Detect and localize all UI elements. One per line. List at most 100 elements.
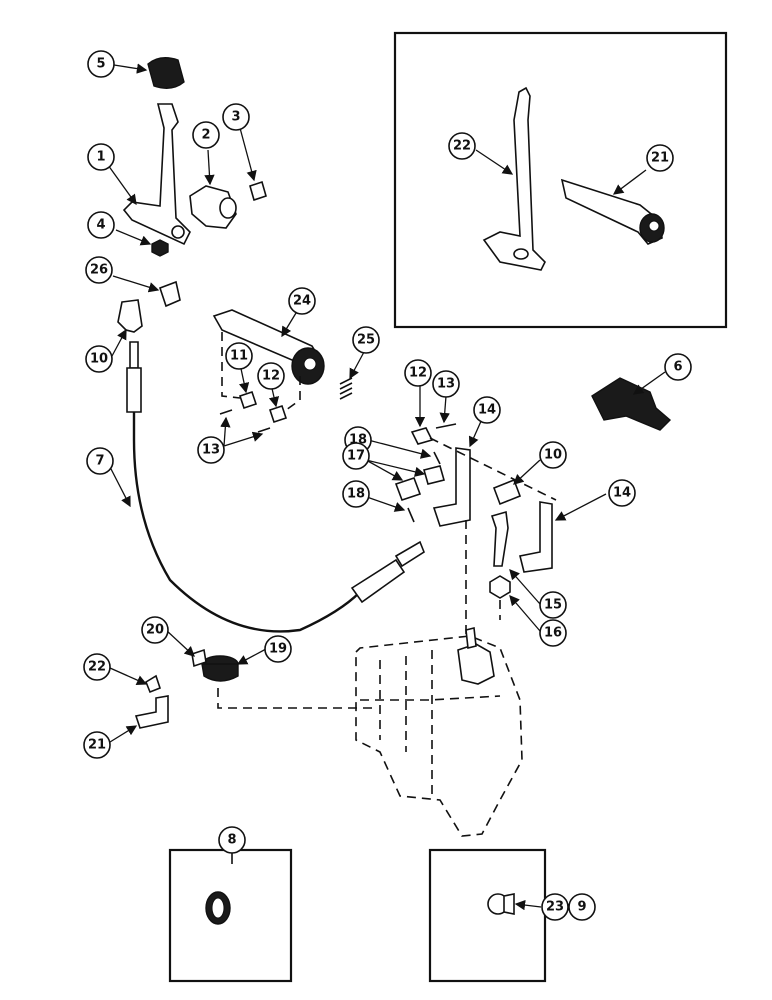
callout-13-right-label: 13 [437,377,455,392]
control-shaft-24 [212,309,325,385]
clip-6 [591,377,672,431]
clevis-10b [492,478,522,506]
callout-16: 16 [539,619,567,647]
callout-4-label: 4 [96,218,105,233]
callout-16-label: 16 [544,626,562,641]
callout-11-label: 11 [230,349,248,364]
callout-22-inset-label: 22 [453,139,471,154]
callout-14-right-label: 14 [613,486,631,501]
callout-22-inset: 22 [448,132,476,160]
callout-13-left: 13 [197,436,225,464]
callout-5-label: 5 [96,57,105,72]
inset-box-8 [168,848,293,983]
callout-10-left-label: 10 [90,352,108,367]
nut-4 [151,239,169,257]
callout-9-label: 9 [577,900,586,915]
screw-22 [145,674,161,694]
callout-19-label: 19 [269,642,287,657]
bracket-21 [134,695,169,729]
callout-13-left-label: 13 [202,443,220,458]
knob-5 [147,57,185,89]
dash-right [429,437,557,640]
callout-22-left-label: 22 [88,660,106,675]
callout-12-right-label: 12 [409,366,427,381]
callout-10-right-label: 10 [544,448,562,463]
rod-15 [490,510,509,567]
clevis-10 [117,299,143,333]
callout-2: 2 [192,121,220,149]
lever-1 [122,103,191,246]
spring-25 [339,377,353,400]
inset-box-23-9 [428,848,547,983]
callout-15-label: 15 [544,598,562,613]
lever-22-inset [482,86,546,271]
grommet-8 [205,891,231,925]
callout-26-label: 26 [90,263,108,278]
callout-10-left: 10 [85,345,113,373]
callout-1-label: 1 [96,150,105,165]
callout-3-label: 3 [231,110,240,125]
valve-body [355,627,523,837]
bracket-14a [432,447,471,527]
callout-5: 5 [87,50,115,78]
bolts-11-12 [238,390,288,424]
callout-14-right: 14 [608,479,636,507]
callout-25-label: 25 [357,333,375,348]
bolt-3 [249,180,267,202]
callout-17-label: 17 [347,449,365,464]
callout-12-right: 12 [404,359,432,387]
callout-24-label: 24 [293,294,311,309]
pin-26 [158,280,181,308]
nut-16 [489,575,511,599]
callout-14-top: 14 [473,396,501,424]
callout-1: 1 [87,143,115,171]
callout-20-label: 20 [146,623,164,638]
callout-18-bottom: 18 [342,480,370,508]
callout-23-label: 23 [546,900,564,915]
callout-21-inset-label: 21 [651,151,669,166]
callout-20: 20 [141,616,169,644]
cable-7 [126,341,425,633]
callout-7-label: 7 [95,454,104,469]
callout-4: 4 [87,211,115,239]
callout-6-label: 6 [673,360,682,375]
callout-3: 3 [222,103,250,131]
callout-12-left: 12 [257,362,285,390]
callout-10-right: 10 [539,441,567,469]
callout-18-bottom-label: 18 [347,487,365,502]
knob-19 [201,655,239,682]
callout-21-inset: 21 [646,144,674,172]
callout-12-left-label: 12 [262,369,280,384]
callout-8: 8 [218,826,246,854]
callout-13-right: 13 [432,370,460,398]
callout-11: 11 [225,342,253,370]
callout-7: 7 [86,447,114,475]
callout-2-label: 2 [201,128,210,143]
pins-17-18 [394,423,457,523]
callout-17: 17 [342,442,370,470]
callout-14-top-label: 14 [478,403,496,418]
bracket-14b [519,501,553,573]
callout-21-left-label: 21 [88,738,106,753]
screw-20 [191,648,207,668]
callout-26: 26 [85,256,113,284]
callout-15: 15 [539,591,567,619]
callout-8-label: 8 [227,833,236,848]
callout-21-left: 21 [83,731,111,759]
inset-box-top [393,31,728,329]
callout-25: 25 [352,326,380,354]
plug-23 [487,893,515,915]
pivot-2 [189,185,237,229]
leader-arrows [107,63,666,911]
control-shaft-21-inset [560,178,665,245]
callout-23: 23 [541,893,569,921]
dash-knob [217,688,372,709]
callout-19: 19 [264,635,292,663]
callout-24: 24 [288,287,316,315]
callout-9: 9 [568,893,596,921]
dash-shaft-24 [221,332,301,411]
callout-22-left: 22 [83,653,111,681]
callout-6: 6 [664,353,692,381]
pins-13 [219,409,271,433]
